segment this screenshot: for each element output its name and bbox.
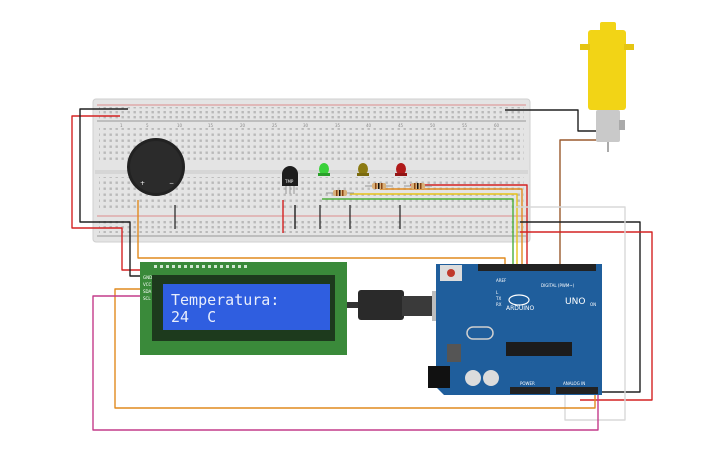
temperature-sensor: TMP [282,166,298,194]
led-yellow [357,163,369,176]
lcd-display: Temperatura: 24 C GND VCC SDA SCL [140,262,347,355]
digital-label: DIGITAL (PWM~) [541,283,575,288]
breadboard-column-numbers: 1 5 10 15 20 25 30 35 40 45 50 55 60 [120,123,500,128]
on-label: ON [590,302,596,307]
l-label: L [496,290,499,295]
wire-yellow-led [350,193,518,270]
wire-black-left-rail [79,108,140,277]
wire-brown-motor [559,139,597,272]
col-number: 25 [272,123,278,128]
piezo-buzzer: + − [127,138,185,196]
col-number: 55 [462,123,468,128]
svg-text:+: + [140,180,145,187]
wires [71,108,653,431]
lcd-i2c-pins: GND VCC SDA SCL [143,275,152,301]
col-number: 15 [208,123,214,128]
col-number: 40 [366,123,372,128]
col-number: 1 [120,123,123,128]
led-red [395,163,407,176]
sensor-label: TMP [284,179,294,184]
led-green [318,163,330,176]
lcd-pin-label: VCC [143,282,152,287]
dc-motor [580,22,634,152]
col-number: 60 [494,123,500,128]
lcd-header-pins [154,265,247,268]
lcd-line-1: Temperatura: [171,291,279,309]
wire-red-right-rail [520,231,653,401]
analog-label: ANALOG IN [563,381,585,386]
col-number: 5 [146,123,149,128]
wire-black-motor [505,109,596,132]
lcd-line-2: 24 C [171,308,216,326]
wire-pink-scl [92,295,599,431]
wire-white-right [515,206,626,421]
wire-green-led [322,198,514,270]
power-label: POWER [520,381,535,386]
lcd-pin-label: GND [143,275,152,280]
resistor-1 [326,190,354,196]
wire-orange-led [380,188,523,270]
wire-orange-sda [114,288,596,409]
col-number: 50 [430,123,436,128]
col-number: 45 [398,123,404,128]
svg-text:−: − [169,180,174,187]
arduino-uno: AREF DIGITAL (PWM~) UNO ARDUINO TX RX L … [428,264,602,395]
aref-label: AREF [496,278,507,283]
lcd-pin-label: SDA [143,289,152,294]
resistor-3 [404,183,432,189]
rx-label: RX [496,302,502,307]
col-number: 35 [335,123,341,128]
col-number: 20 [240,123,246,128]
lcd-pin-label: SCL [143,296,151,301]
wire-red-led [410,184,528,270]
uno-label: UNO [565,297,585,307]
col-number: 10 [177,123,183,128]
tx-label: TX [495,296,501,301]
arduino-logo-text: ARDUINO [506,305,535,312]
resistor-2 [365,183,393,189]
wire-black-right-rail [520,221,641,393]
microcontroller-chip [506,342,572,356]
col-number: 30 [303,123,309,128]
